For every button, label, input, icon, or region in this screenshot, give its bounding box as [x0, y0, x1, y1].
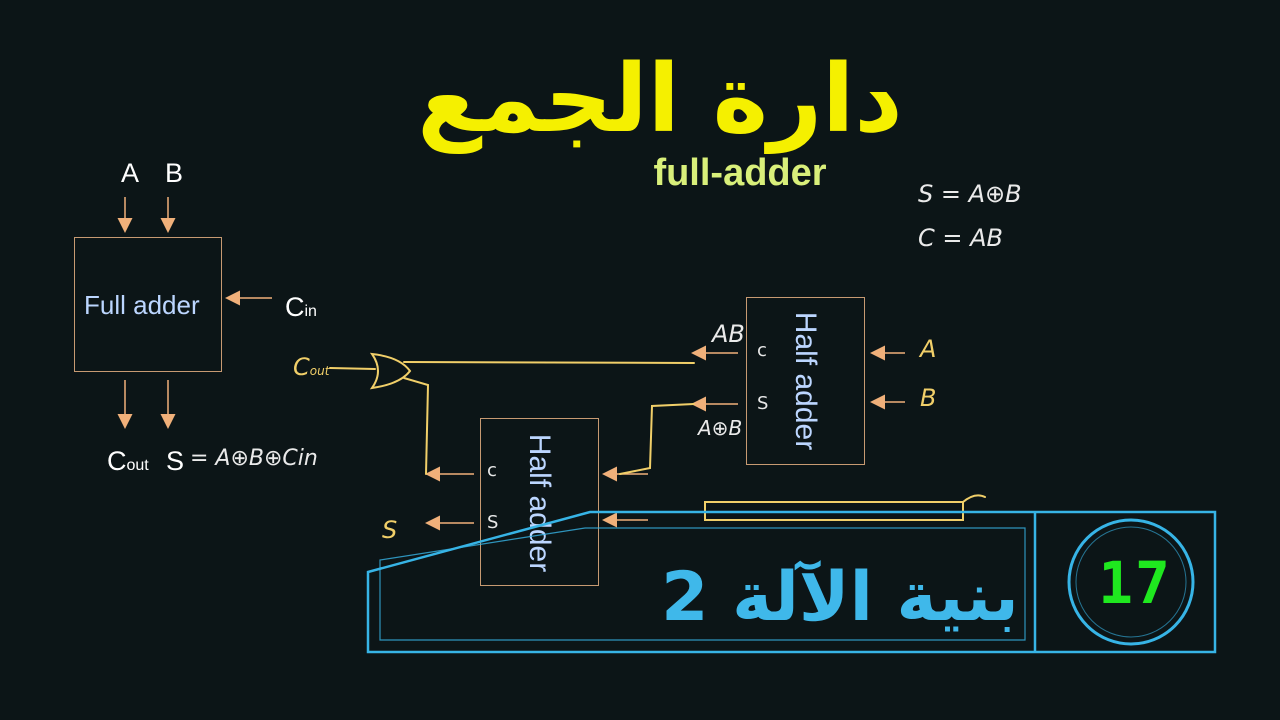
wire-or-out [329, 367, 376, 370]
or-gate-output-sub: out [309, 364, 330, 378]
half-adder-1-input-b: B [920, 384, 937, 412]
half-adder-1-input-a: A [920, 335, 937, 363]
or-gate [369, 352, 412, 390]
title-english: full-adder [653, 152, 827, 194]
full-adder-box [74, 237, 222, 372]
wire-ha1-sum [619, 403, 695, 475]
wire-cin-tail [962, 494, 986, 503]
or-gate-output-main: C [293, 353, 310, 381]
carry-in-main: C [285, 292, 305, 322]
half-adder-2-pin-c: c [487, 460, 497, 481]
sum-label: S [166, 446, 185, 476]
half-adder-2-pin-s: S [487, 512, 499, 533]
half-adder-2-box [480, 418, 599, 586]
wire-ha2-carry [403, 377, 430, 475]
sum-expression: = A⊕B⊕Cin [190, 446, 318, 471]
banner-frame [366, 510, 1217, 654]
half-adder-1-pin-c: c [757, 340, 767, 361]
half-adder-1-carry-out-label: AB [712, 320, 745, 348]
half-adder-1-sum-out-label: A⊕B [698, 416, 743, 440]
carry-in-sub: in [304, 303, 317, 320]
sum-formula-note: S = A⊕B [918, 180, 1022, 208]
or-gate-output-label: Cout [293, 353, 329, 381]
counter-ring-inner [1075, 526, 1187, 638]
full-adder-input-a: A [121, 158, 140, 188]
wire-cin-top [704, 501, 964, 521]
carry-out-sub: out [126, 457, 149, 474]
half-adder-2-sum-out-label: S [382, 516, 398, 544]
half-adder-1-box [746, 297, 865, 465]
title-arabic: دارة الجمع [417, 45, 903, 154]
banner-title: بنية الآلة 2 [661, 558, 1019, 637]
episode-counter: 17 [1098, 549, 1172, 617]
full-adder-label: Full adder [84, 290, 200, 320]
wire-ha1-carry [403, 361, 695, 364]
banner-inner-line [379, 527, 1026, 641]
carry-out-label: Cout [107, 446, 149, 477]
half-adder-1-pin-s: S [757, 393, 769, 414]
full-adder-input-b: B [165, 158, 184, 188]
carry-in-label: Cin [285, 292, 317, 323]
counter-ring [1067, 518, 1195, 646]
carry-formula-note: C = AB [918, 224, 1004, 252]
carry-out-main: C [107, 446, 127, 476]
